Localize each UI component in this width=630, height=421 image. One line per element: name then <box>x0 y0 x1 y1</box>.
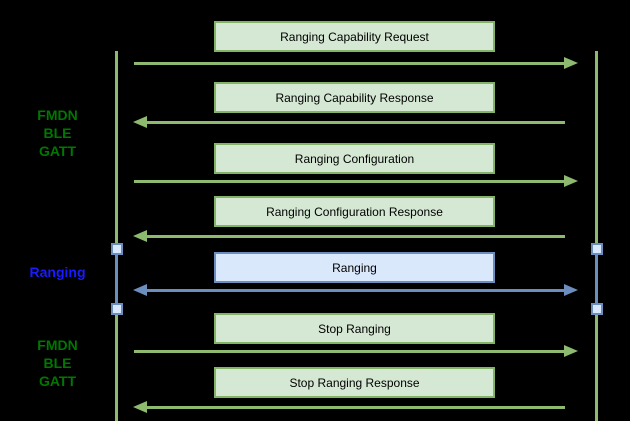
arrow-right-ranging-configuration <box>133 175 578 187</box>
message-box-ranging-configuration-response: Ranging Configuration Response <box>214 196 495 227</box>
arrow-bidirectional-ranging <box>133 284 578 296</box>
message-label: Stop Ranging Response <box>289 375 420 390</box>
arrow-shaft <box>146 234 565 238</box>
message-label: Ranging Capability Response <box>275 90 434 105</box>
arrow-right-stop-ranging <box>133 345 578 357</box>
label-line: BLE <box>43 125 72 141</box>
message-label: Ranging Configuration Response <box>266 204 443 219</box>
arrowhead-right-icon <box>564 284 578 296</box>
section-label-fmdn-ble-gatt-top: FMDN BLE GATT <box>10 106 105 160</box>
message-box-ranging-capability-request: Ranging Capability Request <box>214 21 495 52</box>
arrow-shaft <box>134 179 565 183</box>
label-line: GATT <box>38 143 77 159</box>
message-box-stop-ranging: Stop Ranging <box>214 313 495 344</box>
lifeline-right <box>595 51 598 421</box>
message-box-ranging-capability-response: Ranging Capability Response <box>214 82 495 113</box>
message-label: Ranging Configuration <box>294 151 415 166</box>
message-box-ranging: Ranging <box>214 252 495 283</box>
arrow-shaft <box>134 349 565 353</box>
activation-square-right-top <box>591 243 603 255</box>
message-label: Ranging <box>332 260 377 275</box>
arrow-shaft <box>134 61 565 65</box>
arrowhead-right-icon <box>564 175 578 187</box>
arrow-shaft <box>146 405 565 409</box>
activation-square-right-bottom <box>591 303 603 315</box>
section-label-ranging: Ranging <box>10 263 105 281</box>
arrow-shaft <box>146 120 565 124</box>
section-label-fmdn-ble-gatt-bottom: FMDN BLE GATT <box>10 336 105 390</box>
activation-square-left-bottom <box>111 303 123 315</box>
arrowhead-left-icon <box>133 230 147 242</box>
message-box-ranging-configuration: Ranging Configuration <box>214 143 495 174</box>
activation-square-left-top <box>111 243 123 255</box>
message-label: Ranging Capability Request <box>280 29 429 44</box>
label-line: GATT <box>38 373 77 389</box>
arrow-shaft <box>146 288 565 292</box>
arrow-right-ranging-capability-request <box>133 57 578 69</box>
arrowhead-left-icon <box>133 401 147 413</box>
label-line: Ranging <box>29 264 86 280</box>
arrowhead-right-icon <box>564 345 578 357</box>
label-line: FMDN <box>37 107 78 123</box>
arrowhead-left-icon <box>133 284 147 296</box>
arrow-left-stop-ranging-response <box>133 401 578 413</box>
arrow-left-ranging-configuration-response <box>133 230 578 242</box>
lifeline-left-ranging-segment <box>115 250 118 312</box>
label-line: FMDN <box>37 337 78 353</box>
message-box-stop-ranging-response: Stop Ranging Response <box>214 367 495 398</box>
label-line: BLE <box>43 355 72 371</box>
arrowhead-left-icon <box>133 116 147 128</box>
arrowhead-right-icon <box>564 57 578 69</box>
lifeline-right-ranging-segment <box>595 250 598 312</box>
lifeline-left <box>115 51 118 421</box>
message-label: Stop Ranging <box>318 321 391 336</box>
arrow-left-ranging-capability-response <box>133 116 578 128</box>
